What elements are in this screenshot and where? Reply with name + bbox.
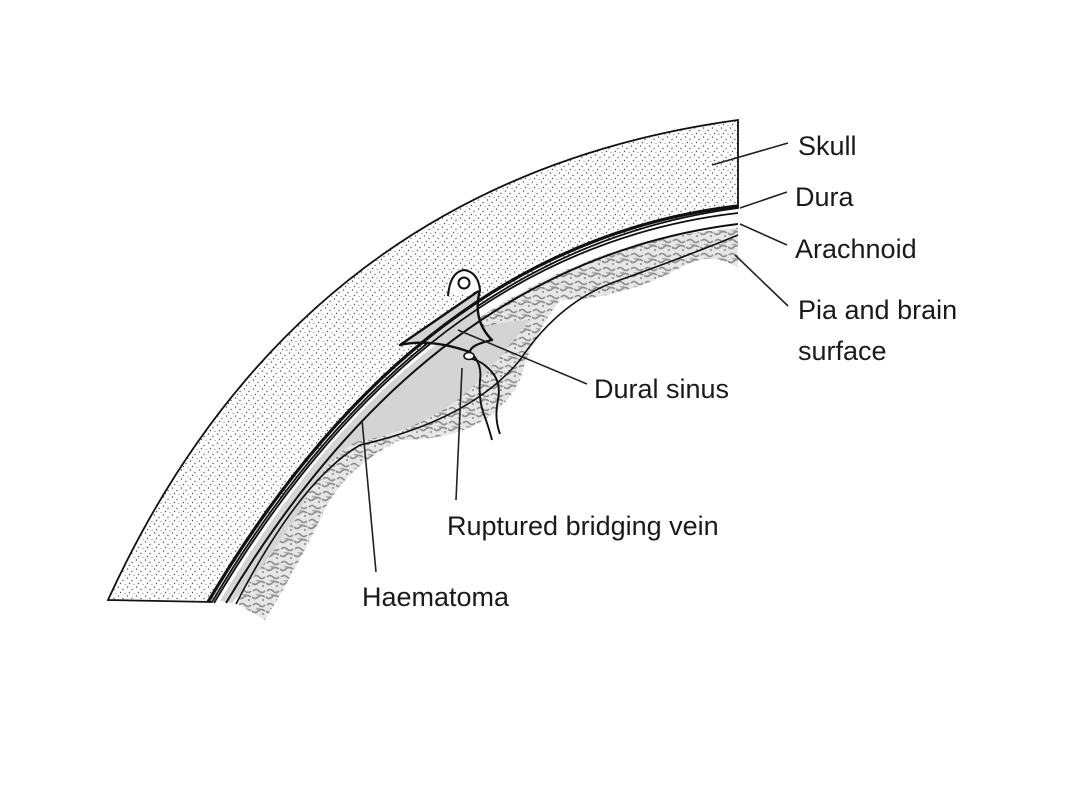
haematoma-region bbox=[220, 320, 530, 603]
pia-leader bbox=[734, 254, 789, 307]
dura-leader bbox=[739, 191, 788, 209]
dura-line-inner bbox=[213, 212, 739, 604]
ruptured-vein-label: Ruptured bridging vein bbox=[447, 511, 719, 541]
ruptured-vein-leader bbox=[455, 367, 463, 501]
brain-surface bbox=[236, 228, 738, 620]
arachnoid-label: Arachnoid bbox=[795, 234, 917, 264]
arachnoid-leader bbox=[739, 223, 788, 246]
arachnoid-line bbox=[225, 223, 739, 604]
haematoma-leader bbox=[361, 419, 377, 573]
pia-label-line1: Pia and brain bbox=[798, 295, 957, 325]
dural-sinus-label: Dural sinus bbox=[594, 374, 729, 404]
dural-sinus-leader bbox=[457, 329, 588, 385]
pia-line bbox=[235, 234, 739, 605]
skull-label: Skull bbox=[798, 131, 857, 161]
vessel-lumen bbox=[457, 276, 471, 290]
skull-leader bbox=[711, 142, 789, 166]
skull-layer bbox=[106, 118, 739, 603]
dura-line-outer bbox=[206, 204, 739, 603]
haematoma-label: Haematoma bbox=[362, 582, 510, 612]
ruptured-bridging-vein bbox=[467, 355, 501, 441]
pia-label-line2: surface bbox=[798, 336, 887, 366]
vein-torn-end bbox=[463, 351, 475, 361]
dura-label: Dura bbox=[795, 182, 855, 212]
